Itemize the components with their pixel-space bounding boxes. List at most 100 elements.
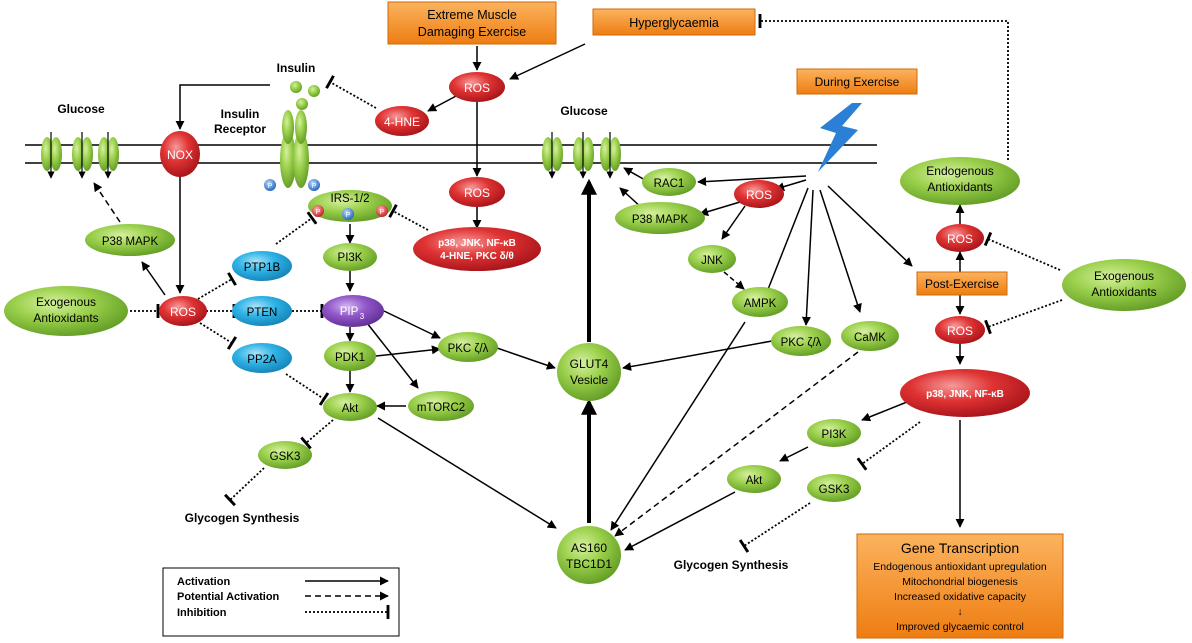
glucose-transporter-right bbox=[542, 132, 621, 179]
ros-post-node: ROS bbox=[935, 316, 985, 344]
rac1-node: RAC1 bbox=[642, 168, 696, 196]
akt-label: Akt bbox=[746, 475, 763, 487]
phosphate-groups: P P P P P bbox=[264, 179, 388, 220]
akt-left-node: Akt bbox=[323, 393, 377, 421]
mtorc2-label: mTORC2 bbox=[417, 402, 465, 414]
pi3k-label: PI3K bbox=[338, 252, 363, 264]
legend-inhibition-label: Inhibition bbox=[177, 607, 227, 619]
glycogen-synthesis-label: Glycogen Synthesis bbox=[674, 558, 789, 572]
pkc-left-node: PKC ζ/λ bbox=[438, 332, 498, 362]
pi3k-left-node: PI3K bbox=[323, 243, 377, 271]
irs-node: IRS-1/2 bbox=[308, 190, 392, 222]
pten-label: PTEN bbox=[247, 307, 278, 319]
pip3-label: PIP bbox=[340, 306, 359, 318]
ampk-node: AMPK bbox=[732, 287, 788, 317]
as160-label-2: TBC1D1 bbox=[566, 557, 612, 571]
phosphate-label: P bbox=[380, 209, 385, 216]
p38-post-label: p38, JNK, NF-κB bbox=[926, 389, 1004, 400]
p38mapk-label: P38 MAPK bbox=[102, 236, 159, 248]
glut4-node: GLUT4 Vesicle bbox=[557, 343, 621, 401]
ros-exercise-node: ROS bbox=[734, 180, 784, 208]
exogenous-label-1: Exogenous bbox=[36, 295, 96, 309]
gene-transcription-box: Gene Transcription Endogenous antioxidan… bbox=[856, 533, 1064, 639]
pi3k-label: PI3K bbox=[822, 429, 847, 441]
gene-line: Endogenous antioxidant upregulation bbox=[873, 561, 1047, 573]
pp2a-label: PP2A bbox=[247, 354, 277, 366]
ros-label: ROS bbox=[746, 188, 772, 202]
edges bbox=[93, 13, 1063, 553]
glycogen-synthesis-label: Glycogen Synthesis bbox=[185, 511, 300, 525]
nox-node: NOX bbox=[160, 131, 200, 177]
extreme-exercise-label-1: Extreme Muscle bbox=[427, 8, 517, 22]
pi3k-right-node: PI3K bbox=[807, 419, 861, 447]
gsk3-left-node: GSK3 bbox=[258, 441, 312, 469]
mtorc2-node: mTORC2 bbox=[408, 391, 474, 421]
p38mapk-label: P38 MAPK bbox=[632, 214, 689, 226]
legend-potential-label: Potential Activation bbox=[177, 591, 280, 603]
rac1-label: RAC1 bbox=[654, 178, 685, 190]
as160-node: AS160 TBC1D1 bbox=[557, 526, 621, 584]
p38-complex-label-2: 4-HNE, PKC δ/θ bbox=[440, 251, 514, 262]
gsk3-label: GSK3 bbox=[819, 484, 850, 496]
akt-label: Akt bbox=[342, 403, 359, 415]
phosphate-label: P bbox=[268, 183, 273, 190]
cell-membrane bbox=[25, 144, 877, 164]
pp2a-node: PP2A bbox=[232, 343, 292, 373]
insulin-molecules bbox=[290, 81, 320, 110]
gene-line: Improved glycaemic control bbox=[896, 621, 1024, 633]
gene-line: Increased oxidative capacity bbox=[894, 591, 1027, 603]
glut4-label-1: GLUT4 bbox=[570, 357, 609, 371]
endogenous-node: Endogenous Antioxidants bbox=[900, 157, 1020, 205]
p38mapk-left-node: P38 MAPK bbox=[85, 224, 175, 256]
extreme-exercise-label-2: Damaging Exercise bbox=[418, 25, 526, 39]
ptp1b-node: PTP1B bbox=[232, 251, 292, 281]
plain-labels: Glucose Glucose Insulin Insulin Receptor… bbox=[57, 61, 788, 572]
glut4-label-2: Vesicle bbox=[570, 373, 608, 387]
akt-right-node: Akt bbox=[727, 465, 781, 493]
ros-label: ROS bbox=[947, 324, 973, 338]
glucose-label: Glucose bbox=[57, 102, 105, 116]
phosphate-label: P bbox=[312, 183, 317, 190]
pdk1-label: PDK1 bbox=[335, 352, 365, 364]
phosphate-label: P bbox=[346, 212, 351, 219]
exogenous-label-2: Antioxidants bbox=[33, 311, 98, 325]
p38-post-node: p38, JNK, NF-κB bbox=[900, 369, 1030, 417]
hyperglycaemia-label: Hyperglycaemia bbox=[629, 16, 719, 30]
pkc-right-node: PKC ζ/λ bbox=[771, 326, 831, 356]
exogenous-left-node: Exogenous Antioxidants bbox=[4, 286, 128, 336]
post-exercise-box: Post-Exercise bbox=[916, 271, 1008, 296]
during-exercise-box: During Exercise bbox=[796, 68, 918, 95]
insulin-receptor bbox=[280, 110, 309, 188]
nox-label: NOX bbox=[167, 148, 193, 162]
ros-label: ROS bbox=[464, 81, 490, 95]
ros-label: ROS bbox=[464, 186, 490, 200]
ros-top-node: ROS bbox=[449, 72, 505, 102]
p38-complex-label-1: p38, JNK, NF-κB bbox=[438, 238, 516, 249]
gsk3-right-node: GSK3 bbox=[807, 474, 861, 502]
insulin-label: Insulin bbox=[277, 61, 316, 75]
ampk-label: AMPK bbox=[744, 298, 777, 310]
glucose-transporter-left bbox=[41, 132, 119, 179]
hyperglycaemia-box: Hyperglycaemia bbox=[592, 8, 756, 36]
glucose-label: Glucose bbox=[560, 104, 608, 118]
hne-node: 4-HNE bbox=[375, 106, 429, 136]
ros-post-top-node: ROS bbox=[936, 224, 984, 252]
pkc-label: PKC ζ/λ bbox=[448, 343, 489, 355]
post-exercise-label: Post-Exercise bbox=[925, 277, 999, 291]
insulin-receptor-label-2: Receptor bbox=[214, 122, 266, 136]
ros-mid-node: ROS bbox=[449, 177, 505, 207]
extreme-exercise-box: Extreme Muscle Damaging Exercise bbox=[387, 1, 557, 45]
gene-transcription-title: Gene Transcription bbox=[901, 540, 1019, 556]
legend-activation-label: Activation bbox=[177, 576, 230, 588]
jnk-label: JNK bbox=[701, 255, 723, 267]
irs-label: IRS-1/2 bbox=[331, 193, 370, 205]
during-exercise-label: During Exercise bbox=[815, 75, 900, 89]
ros-left-node: ROS bbox=[159, 296, 207, 326]
endogenous-label-1: Endogenous bbox=[926, 164, 993, 178]
gsk3-label: GSK3 bbox=[270, 451, 301, 463]
ros-label: ROS bbox=[170, 305, 196, 319]
lightning-icon bbox=[818, 103, 862, 172]
exogenous-right-node: Exogenous Antioxidants bbox=[1062, 259, 1186, 311]
phosphate-label: P bbox=[316, 209, 321, 216]
